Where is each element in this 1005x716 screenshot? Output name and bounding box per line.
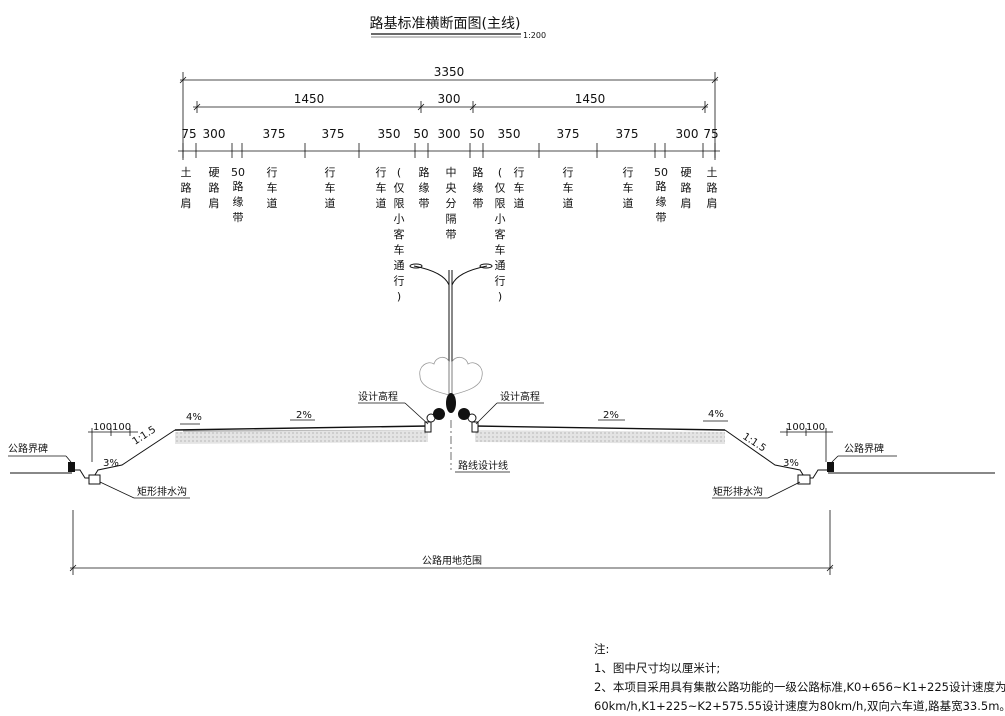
lane-label: (仅限小客车通行) [394, 166, 405, 303]
lane-label: 行车道 [563, 166, 574, 210]
lane-label-median: 中央分隔带 [446, 166, 457, 241]
boundary-arrow-left [65, 455, 72, 463]
dim-halves [193, 101, 709, 113]
lane-label: 硬路肩 [681, 166, 692, 210]
boundary-marker-label-left: 公路界碑 [8, 442, 48, 455]
drawing-title: 路基标准横断面图(主线) [370, 15, 521, 32]
drawing-scale: 1:200 [523, 31, 546, 40]
dim-right-half-label: 1450 [575, 92, 606, 106]
lane-label: 行车道 [325, 166, 336, 210]
lane-label: 行车道 [514, 166, 525, 210]
dim-total [179, 72, 719, 160]
ditch-dims-left [88, 428, 138, 462]
lane-dim-label: 50 [413, 127, 428, 141]
centerline-label: 路线设计线 [458, 459, 508, 472]
ditch-slope-right: 3% [783, 458, 799, 469]
street-lamp [409, 263, 493, 395]
lane-label: (仅限小客车通行) [495, 166, 506, 303]
ditch-arrow-left [99, 481, 135, 499]
lane-dim-label: 300 [438, 127, 461, 141]
lane-label: 行车道 [267, 166, 278, 210]
lane-label: 路缘带 [473, 166, 484, 210]
side-slope-right: 1:1.5 [740, 431, 767, 454]
dim-total-label: 3350 [434, 65, 465, 79]
note-2: 2、本项目采用具有集散公路功能的一级公路标准,K0+656~K1+225设计速度… [594, 680, 1005, 694]
note-1: 1、图中尺寸均以厘米计; [594, 661, 721, 675]
lane-dim-label: 375 [616, 127, 639, 141]
slope-outer-left: 4% [186, 412, 202, 423]
boundary-arrow-right [831, 455, 839, 463]
ditch-label-right: 矩形排水沟 [713, 485, 763, 498]
lane-dim-label: 375 [263, 127, 286, 141]
lane-dim-label: 375 [322, 127, 345, 141]
embankment-right [724, 429, 995, 485]
lane-dim-label: 300 [676, 127, 699, 141]
ditch-dim-left-2: 100 [112, 422, 131, 433]
slope-outer-right: 4% [708, 409, 724, 420]
notes: 注: 1、图中尺寸均以厘米计; 2、本项目采用具有集散公路功能的一级公路标准,K… [594, 640, 1005, 716]
lane-label: 硬路肩 [209, 166, 220, 210]
edge-strip-dim: 50 [654, 166, 668, 179]
ditch-label-left: 矩形排水沟 [137, 485, 187, 498]
row-dimension [69, 510, 834, 575]
lane-label: 行车道 [623, 166, 634, 210]
embankment-left [10, 429, 176, 485]
lane-label: 土路肩 [181, 166, 192, 210]
ditch-dims-right [780, 428, 833, 462]
pavement-left [174, 425, 429, 444]
elevation-label-left: 设计高程 [358, 390, 398, 403]
slope-inner-right: 2% [603, 410, 619, 421]
edge-strip-dim: 50 [231, 166, 245, 179]
elevation-label-right: 设计高程 [500, 390, 540, 403]
pavement-right [474, 425, 726, 444]
elevation-arrow-right [475, 402, 498, 425]
lane-labels: 土路肩 硬路肩 路缘带 行车道 行车道 行车道 (仅限小客车通行) 路缘带 路缘带 (仅限小客车通… [181, 166, 718, 303]
lane-dim-label: 300 [203, 127, 226, 141]
ditch-slope-left: 3% [103, 458, 119, 469]
dim-median-label: 300 [438, 92, 461, 106]
ditch-dim-right-2: 100 [806, 422, 825, 433]
boundary-marker-label-right: 公路界碑 [844, 442, 884, 455]
lane-dim-labels: 75 300 375 375 350 50 300 50 350 375 375 300 75 [181, 127, 718, 141]
median-plants [419, 356, 483, 423]
lane-dim-label: 75 [703, 127, 718, 141]
elevation-arrow-left [404, 402, 429, 425]
lane-label: 行车道 [376, 166, 387, 210]
ditch-dim-left-1: 100 [93, 422, 112, 433]
median-curbs [424, 421, 479, 433]
dim-lanes [178, 143, 720, 158]
ditch-arrow-right [767, 481, 801, 499]
boundary-marker-left [68, 462, 75, 472]
row-label: 公路用地范围 [422, 554, 482, 567]
lane-dim-label: 375 [557, 127, 580, 141]
dim-left-half-label: 1450 [294, 92, 325, 106]
lane-dim-label: 350 [378, 127, 401, 141]
note-2-cont: 60km/h,K1+225~K2+575.55设计速度为80km/h,双向六车道… [594, 699, 1005, 713]
lane-label: 路缘带 [419, 166, 430, 210]
lane-label: 路缘带 [656, 180, 667, 224]
lane-label: 土路肩 [707, 166, 718, 210]
boundary-marker-right [827, 462, 834, 472]
notes-heading: 注: [594, 642, 610, 656]
lane-dim-label: 50 [469, 127, 484, 141]
slope-inner-left: 2% [296, 410, 312, 421]
lane-label: 路缘带 [233, 180, 244, 224]
lane-dim-label: 350 [498, 127, 521, 141]
lane-dim-label: 75 [181, 127, 196, 141]
ditch-dim-right-1: 100 [786, 422, 805, 433]
